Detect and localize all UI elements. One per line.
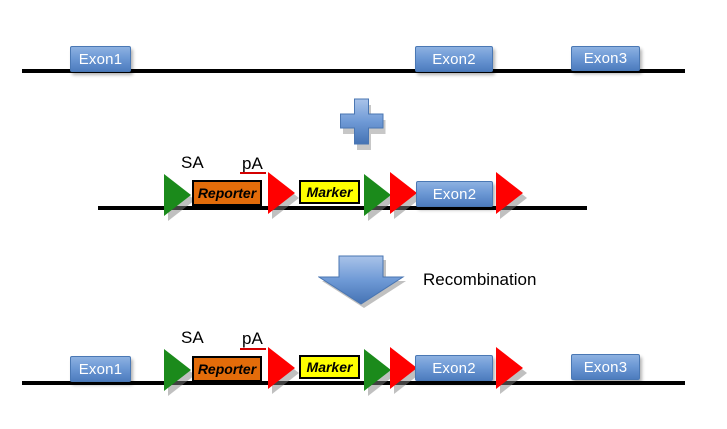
recombined-dna-line bbox=[22, 381, 685, 385]
red-triangle-icon bbox=[496, 172, 527, 219]
recombination-label: Recombination bbox=[423, 270, 537, 289]
marker-gene-box: Marker bbox=[299, 180, 360, 204]
exon2-box: Exon2 bbox=[415, 355, 493, 381]
exon3-box: Exon3 bbox=[571, 354, 640, 380]
exon2-box: Exon2 bbox=[415, 46, 493, 72]
plus-icon bbox=[340, 98, 386, 150]
vector-dna-line bbox=[98, 206, 587, 210]
exon1-box: Exon1 bbox=[70, 46, 131, 72]
polya-underline bbox=[240, 348, 266, 350]
exon3-box: Exon3 bbox=[571, 46, 640, 71]
reporter-gene-box: Reporter bbox=[192, 180, 262, 206]
red-triangle-icon bbox=[390, 347, 421, 394]
marker-gene-box: Marker bbox=[299, 355, 360, 379]
splice-acceptor-label: SA bbox=[181, 328, 204, 347]
exon1-box: Exon1 bbox=[70, 356, 131, 382]
green-triangle-icon bbox=[364, 349, 395, 396]
red-triangle-icon bbox=[268, 172, 299, 219]
green-triangle-icon bbox=[164, 174, 195, 221]
reporter-gene-box: Reporter bbox=[192, 356, 262, 382]
green-triangle-icon bbox=[164, 349, 195, 396]
genomic-dna-line bbox=[22, 69, 685, 73]
splice-acceptor-label: SA bbox=[181, 153, 204, 172]
polya-label: pA bbox=[242, 154, 263, 173]
red-triangle-icon bbox=[390, 172, 421, 219]
polya-underline bbox=[240, 172, 266, 174]
red-triangle-icon bbox=[496, 347, 527, 394]
red-triangle-icon bbox=[268, 347, 299, 394]
exon2-box: Exon2 bbox=[416, 181, 493, 207]
polya-label: pA bbox=[242, 329, 263, 348]
green-triangle-icon bbox=[364, 174, 395, 221]
down-arrow-icon bbox=[318, 255, 406, 308]
